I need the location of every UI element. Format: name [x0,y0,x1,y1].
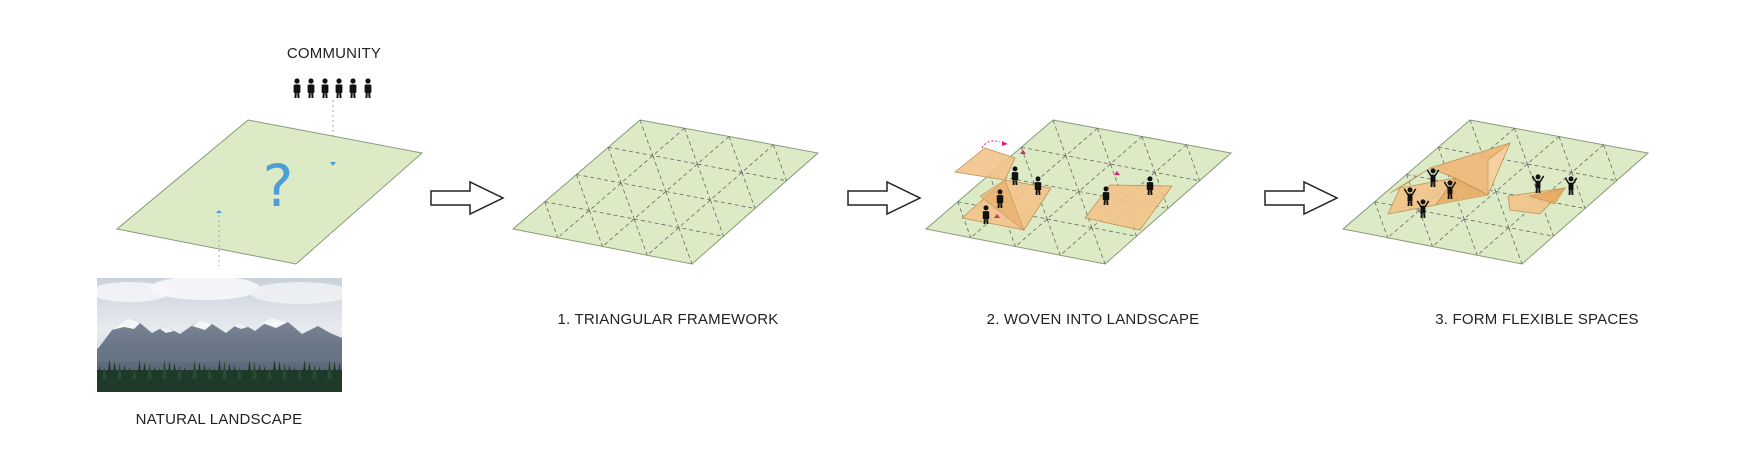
person-icon [336,78,343,98]
step-1-label: 1. TRIANGULAR FRAMEWORK [557,311,778,328]
question-mark: ? [263,157,294,215]
step-3-label: 3. FORM FLEXIBLE SPACES [1435,311,1639,328]
pink-marker [1002,141,1008,146]
person-icon [350,78,357,98]
stage-0-group [90,100,422,392]
arrow-right-icon [431,182,503,214]
person-icon [365,78,372,98]
panel [955,148,1015,180]
stage-2-group [926,120,1231,264]
stage-3-group [1343,120,1648,264]
person-icon [322,78,329,98]
mountain-photo [90,276,350,392]
arrow-right-icon [848,182,920,214]
person-icon [294,78,301,98]
pink-curve [982,141,1000,148]
step-2-label: 2. WOVEN INTO LANDSCAPE [987,311,1200,328]
stage-1-group [513,120,818,264]
community-label: COMMUNITY [287,45,381,62]
community-figures [294,78,372,98]
natural-landscape-label: NATURAL LANDSCAPE [136,411,303,428]
person-icon [308,78,315,98]
arrow-right-icon [1265,182,1337,214]
